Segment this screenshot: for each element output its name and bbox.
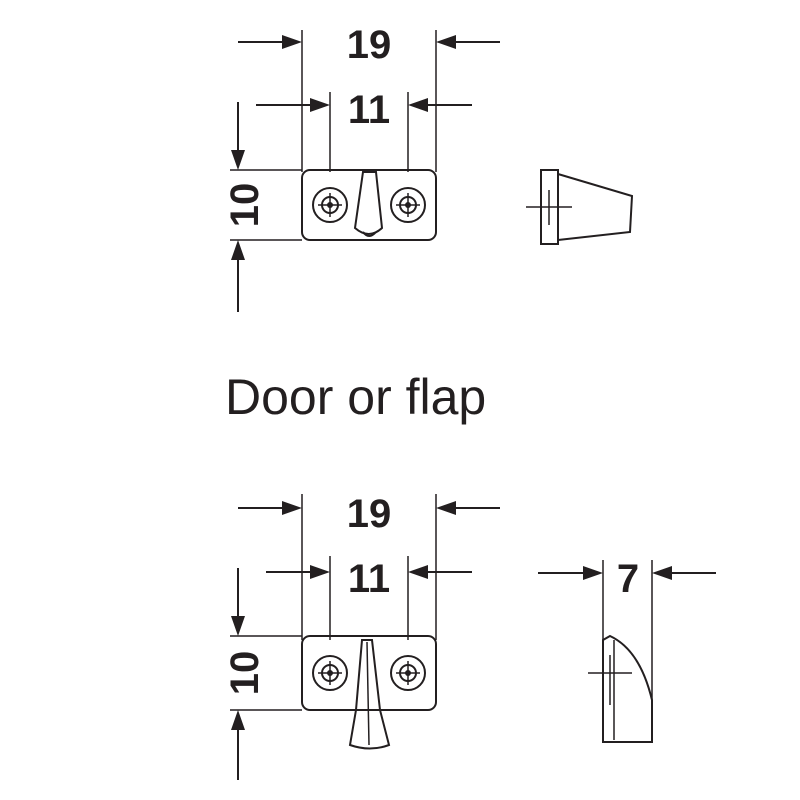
top-width-label: 19 xyxy=(347,23,392,67)
top-hole-spacing-dimension: 11 xyxy=(256,88,472,132)
bottom-hole-spacing-dimension: 11 xyxy=(266,557,472,601)
top-assembly: 19 11 10 xyxy=(223,23,634,312)
bottom-width-dimension: 19 xyxy=(238,492,500,536)
screw-hole-icon xyxy=(312,187,348,223)
caption-door-or-flap: Door or flap xyxy=(225,369,486,425)
top-height-dimension: 10 xyxy=(223,102,267,312)
top-latch-front-view xyxy=(301,169,437,241)
top-latch-side-view xyxy=(526,169,634,245)
bottom-latch-front-view xyxy=(301,635,437,750)
bottom-hole-spacing-label: 11 xyxy=(348,557,390,601)
top-height-label: 10 xyxy=(223,183,267,228)
bottom-width-label: 19 xyxy=(347,492,392,536)
top-width-dimension: 19 xyxy=(238,23,500,67)
top-hole-spacing-label: 11 xyxy=(348,88,390,132)
bottom-assembly: 19 11 10 xyxy=(223,492,716,780)
screw-hole-icon xyxy=(312,655,348,691)
bottom-depth-dimension: 7 xyxy=(538,557,716,700)
bottom-depth-label: 7 xyxy=(617,557,639,601)
screw-hole-icon xyxy=(390,187,426,223)
bottom-latch-side-view xyxy=(588,634,653,743)
screw-hole-icon xyxy=(390,655,426,691)
bottom-height-label: 10 xyxy=(223,651,267,696)
bottom-height-dimension: 10 xyxy=(223,568,267,780)
